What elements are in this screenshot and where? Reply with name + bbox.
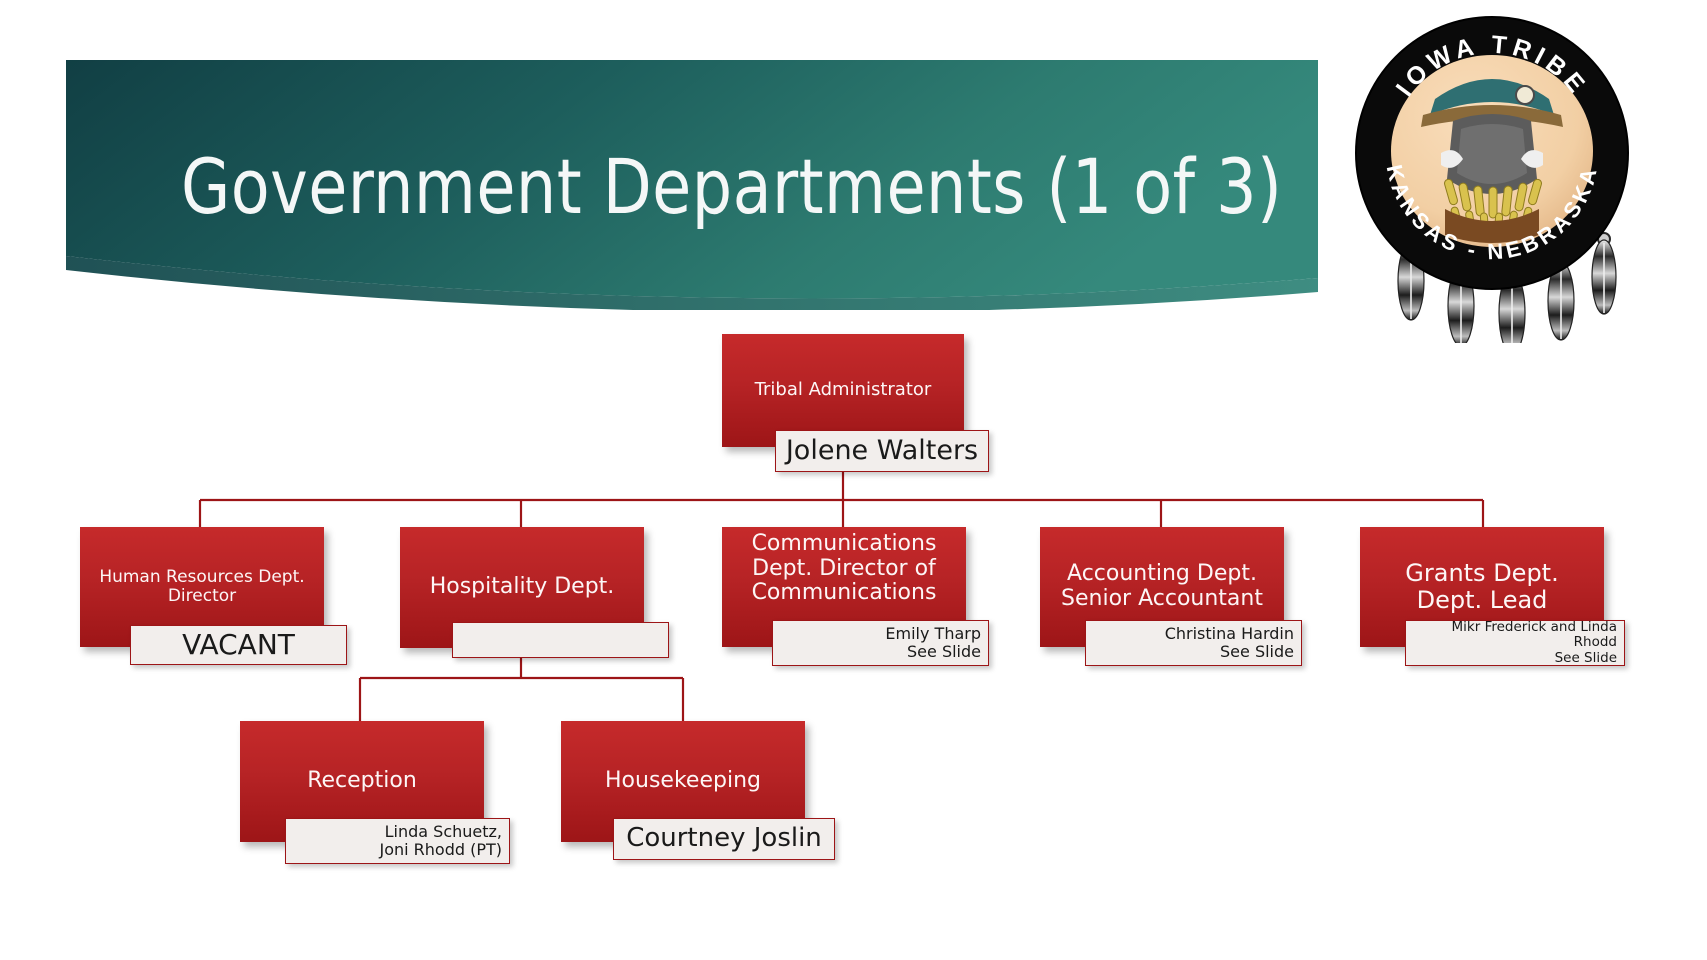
node-label: Human Resources Dept. Director (99, 566, 305, 606)
node-label: Housekeeping (605, 768, 761, 794)
callout-tribal-administrator[interactable]: Jolene Walters (775, 430, 989, 472)
callout-person: VACANT (182, 627, 295, 661)
node-label: Grants Dept. Dept. Lead (1405, 559, 1559, 614)
node-label: Hospitality Dept. (429, 574, 615, 600)
callout-note: See Slide (1220, 642, 1294, 661)
node-label: Communications Dept. Director of Communi… (751, 531, 937, 606)
callout-person-name: Christina Hardin (1164, 623, 1294, 643)
page-title: Government Departments (1 of 3) (181, 142, 1283, 231)
callout-housekeeping[interactable]: Courtney Joslin (613, 818, 835, 860)
callout-person: Linda Schuetz, Joni Rhodd (PT) (379, 821, 502, 859)
callout-reception[interactable]: Linda Schuetz, Joni Rhodd (PT) (285, 818, 510, 864)
node-label: Reception (307, 768, 417, 794)
callout-person-name: Mikr Frederick and Linda Rhodd (1451, 618, 1617, 651)
iowa-tribe-seal-logo: IOWA TRIBE KANSAS - NEBRASKA (1349, 3, 1636, 343)
callout-person: Courtney Joslin (626, 823, 822, 854)
title-banner: Government Departments (1 of 3) (66, 60, 1318, 310)
node-label: Accounting Dept. Senior Accountant (1061, 561, 1263, 611)
banner-shape (66, 60, 1318, 310)
node-label: Tribal Administrator (754, 379, 932, 401)
node-tribal-administrator[interactable]: Tribal Administrator (722, 334, 964, 447)
callout-note: See Slide (1554, 649, 1617, 666)
callout-hospitality-dept[interactable] (452, 622, 669, 658)
callout-human-resources-dept[interactable]: VACANT (130, 625, 347, 665)
seal-graphic: IOWA TRIBE KANSAS - NEBRASKA (1355, 16, 1629, 343)
callout-person-name: Emily Tharp (885, 623, 981, 643)
portrait (1421, 79, 1563, 243)
callout-person: Jolene Walters (785, 435, 979, 467)
callout-note: See Slide (907, 642, 981, 661)
